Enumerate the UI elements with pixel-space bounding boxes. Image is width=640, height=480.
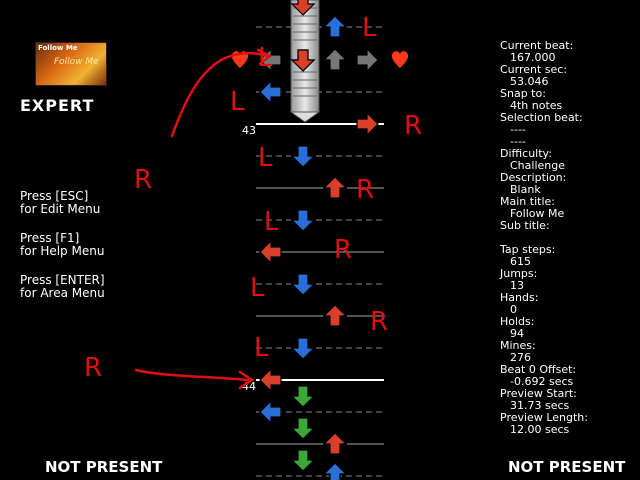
- stats-panel: Current beat: 167.000 Current sec: 53.04…: [500, 40, 588, 436]
- left-note-icon: [259, 240, 282, 264]
- help-help-line1: Press [F1]: [20, 231, 80, 245]
- annotation-letter: L: [264, 207, 279, 237]
- down-note-icon: [291, 273, 315, 296]
- left-note-icon: [259, 368, 282, 392]
- help-edit-line1: Press [ESC]: [20, 189, 89, 203]
- up-note-icon: [323, 432, 347, 455]
- song-banner: Follow Me Follow Me: [35, 42, 107, 86]
- help-help-menu: Press [F1] for Help Menu: [20, 232, 104, 258]
- help-edit-line2: for Edit Menu: [20, 202, 101, 216]
- stat-hands: Hands: 0: [500, 291, 539, 316]
- help-area-line2: for Area Menu: [20, 286, 105, 300]
- annotation-letter: R: [404, 111, 422, 141]
- annotation-stroke: [134, 368, 250, 382]
- measure-number-43: 43: [242, 124, 256, 137]
- arrow-receptor-icon: [323, 48, 347, 71]
- annotation-letter: L: [362, 13, 377, 43]
- up-note-icon: [323, 176, 347, 199]
- banner-text-top: Follow Me: [38, 44, 78, 52]
- annotation-letter: L: [250, 273, 265, 303]
- help-area-line1: Press [ENTER]: [20, 273, 105, 287]
- stat-jumps: Jumps: 13: [500, 267, 538, 292]
- stat-mines: Mines: 276: [500, 339, 536, 364]
- arrow-receptor-icon: [356, 48, 379, 72]
- annotations: [134, 48, 273, 390]
- help-area-menu: Press [ENTER] for Area Menu: [20, 274, 105, 300]
- stat-sub-title: Sub title:: [500, 219, 550, 232]
- stat-current-beat: Current beat: 167.000: [500, 39, 574, 64]
- annotation-arrowhead: [238, 370, 255, 390]
- right-note-icon: [356, 112, 379, 136]
- stat-selection-beat: Selection beat: ---- ----: [500, 111, 583, 148]
- annotation-letter: R: [134, 165, 152, 195]
- player1-status: NOT PRESENT: [45, 458, 163, 476]
- stat-beat0-offset: Beat 0 Offset: -0.692 secs: [500, 363, 577, 388]
- annotation-letter: R: [370, 307, 388, 337]
- difficulty-label: EXPERT: [20, 96, 95, 115]
- stat-preview-length: Preview Length: 12.00 secs: [500, 411, 588, 436]
- up-note-icon: [323, 304, 347, 327]
- stat-holds: Holds: 94: [500, 315, 535, 340]
- annotation-letter: L: [258, 43, 273, 73]
- help-edit-menu: Press [ESC] for Edit Menu: [20, 190, 100, 216]
- down-note-icon: [291, 417, 315, 440]
- stat-preview-start: Preview Start: 31.73 secs: [500, 387, 577, 412]
- down-note-icon: [291, 209, 315, 232]
- heart-icon: [391, 51, 409, 68]
- down-note-icon: [291, 385, 315, 408]
- annotation-letter: R: [84, 353, 102, 383]
- stat-main-title: Main title: Follow Me: [500, 195, 565, 220]
- annotation-stroke: [170, 52, 270, 138]
- annotation-letter: R: [334, 235, 352, 265]
- stat-description: Description: Blank: [500, 171, 567, 196]
- banner-text-main: Follow Me: [54, 57, 99, 67]
- left-note-icon: [259, 400, 282, 424]
- left-note-icon: [259, 80, 282, 104]
- up-note-icon: [323, 15, 347, 38]
- player2-status: NOT PRESENT: [508, 458, 626, 476]
- annotation-letter: L: [254, 333, 269, 363]
- down-note-icon: [291, 449, 315, 472]
- annotation-letter: R: [356, 175, 374, 205]
- annotation-letter: L: [258, 143, 273, 173]
- stat-tap-steps: Tap steps: 615: [500, 243, 556, 268]
- help-help-line2: for Help Menu: [20, 244, 105, 258]
- annotation-letter: L: [230, 87, 245, 117]
- stat-difficulty: Difficulty: Challenge: [500, 147, 565, 172]
- down-note-icon: [291, 337, 315, 360]
- down-note-icon: [291, 145, 315, 168]
- annotation-letters: L R L R L R L R L R L R L: [84, 13, 422, 383]
- annotation-arrowhead: [256, 48, 273, 66]
- stat-current-sec: Current sec: 53.046: [500, 63, 568, 88]
- up-note-icon: [323, 462, 347, 480]
- stat-snap: Snap to: 4th notes: [500, 87, 563, 112]
